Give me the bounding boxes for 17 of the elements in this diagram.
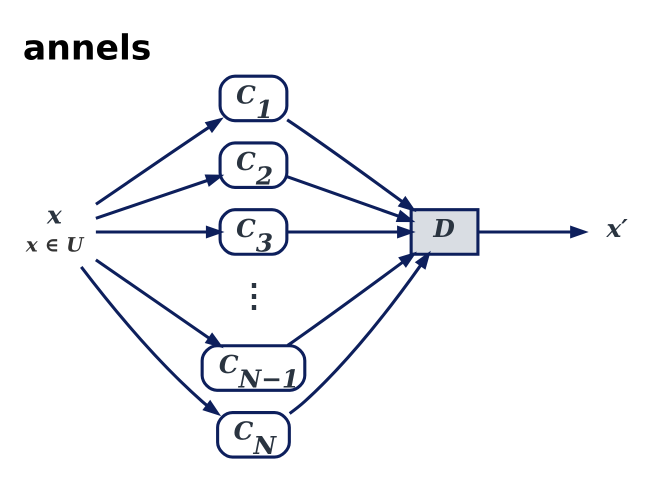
arrow [286,252,417,347]
arrow [80,266,222,416]
arrow [286,175,416,222]
diagram-title: annels [22,28,152,68]
arrow [287,225,416,238]
node-box: D [410,208,480,256]
node-text: x′ [606,214,628,243]
arrow [96,225,224,238]
node-text: x [46,200,62,230]
label: ⋮ [238,276,270,315]
arrow [95,258,224,348]
arrow [286,118,416,212]
arrow [95,117,224,206]
arrow [478,225,589,238]
node-label: x ∈ U [26,232,84,257]
arrow [95,174,224,220]
arrow [288,250,431,415]
